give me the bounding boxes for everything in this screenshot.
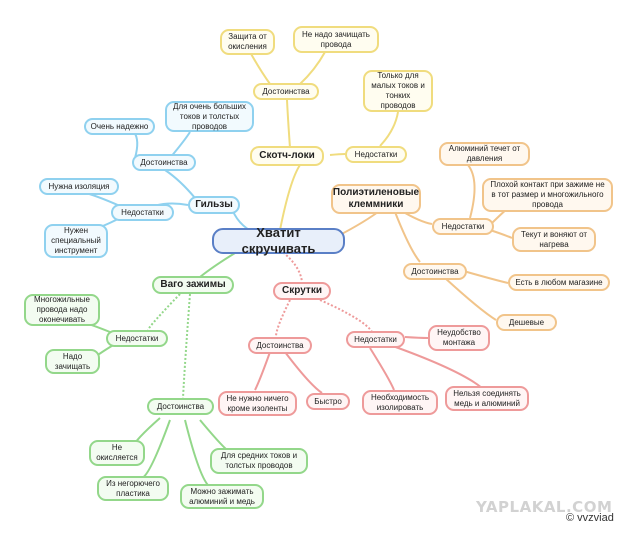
link-pros-wago2 <box>141 419 171 479</box>
branch-scotchlok: Скотч-локи <box>250 146 324 166</box>
link-pe-pros <box>394 211 421 263</box>
wago-con-1: Многожильные провода надо оконечивать <box>24 294 100 326</box>
link-scotch-cons <box>329 153 346 156</box>
scotchlok-pro-2: Не надо зачищать провода <box>293 26 379 53</box>
link-sleeves-pros <box>164 169 196 199</box>
sleeves-cons-node: Недостатки <box>111 204 174 221</box>
link-cons-scotch1 <box>379 111 399 147</box>
link-wago-cons <box>147 293 181 331</box>
branch-sleeves: Гильзы <box>188 196 240 214</box>
link-twists-cons <box>319 299 373 333</box>
link-twists-pros <box>274 299 291 339</box>
pe-pros-node: Достоинства <box>403 263 467 280</box>
twists-con-3: Нельзя соединять медь и алюминий <box>445 386 529 411</box>
link-center-twists <box>279 249 303 283</box>
sleeves-pro-1: Очень надежно <box>84 118 155 135</box>
wago-pro-2: Из негорючего пластика <box>97 476 169 501</box>
link-pros-pe1 <box>459 269 509 284</box>
wago-cons-node: Недостатки <box>106 330 168 347</box>
watermark: YAPLAKAL.COM <box>476 498 613 516</box>
twists-con-1: Неудобство монтажа <box>428 325 490 351</box>
pe-cons-node: Недостатки <box>432 218 494 235</box>
link-cons-pe1 <box>467 164 476 219</box>
wago-pro-4: Для средних токов и толстых проводов <box>210 448 308 474</box>
link-cons-twist3 <box>389 344 483 389</box>
wago-pros-node: Достоинства <box>147 398 214 415</box>
link-scotch-pros <box>286 99 291 149</box>
twists-con-2: Необходимость изолировать <box>362 390 438 415</box>
twists-pro-1: Не нужно ничего кроме изоленты <box>218 391 297 416</box>
twists-pro-2: Быстро <box>306 393 350 410</box>
wago-pro-3: Можно зажимать алюминий и медь <box>180 484 264 509</box>
pe-pro-2: Дешевые <box>496 314 557 331</box>
scotchlok-cons-node: Недостатки <box>345 146 407 163</box>
link-cons-pe3 <box>489 229 513 239</box>
branch-wago: Ваго зажимы <box>152 276 234 294</box>
twists-cons-node: Недостатки <box>346 331 405 348</box>
sleeves-con-2: Нужен специальный инструмент <box>44 224 108 258</box>
central-node: Хватит скручивать <box>212 225 345 256</box>
link-pros-twist2 <box>284 351 323 394</box>
sleeves-pro-2: Для очень больших токов и толстых провод… <box>165 101 254 132</box>
branch-pe-terminals: Полиэтиленовые клеммники <box>331 184 421 214</box>
sleeves-con-1: Нужна изоляция <box>39 178 119 195</box>
pe-pro-1: Есть в любом магазине <box>508 274 610 291</box>
wago-con-2: Надо зачищать <box>45 349 100 374</box>
link-pros-scotch1 <box>249 51 271 85</box>
scotchlok-con-1: Только для малых токов и тонких проводов <box>363 70 433 112</box>
link-center-scotchlok <box>279 164 301 231</box>
link-pros-wago3 <box>184 419 211 488</box>
sleeves-pros-node: Достоинства <box>132 154 196 171</box>
wago-pro-1: Не окисляется <box>89 440 145 466</box>
branch-twists: Скрутки <box>273 282 331 300</box>
twists-pros-node: Достоинства <box>248 337 312 354</box>
pe-con-3: Текут и воняют от нагрева <box>512 227 596 252</box>
copyright: © vvzviad <box>566 512 614 524</box>
link-cons-twist1 <box>404 336 429 339</box>
link-pros-pe2 <box>444 277 497 321</box>
link-pros-scotch2 <box>299 51 326 85</box>
scotchlok-pros-node: Достоинства <box>253 83 319 100</box>
pe-con-2: Плохой контакт при зажиме не в тот разме… <box>482 178 613 212</box>
link-cons-twist2 <box>369 347 395 391</box>
pe-con-1: Алюминий течет от давления <box>439 142 530 166</box>
link-pros-twist1 <box>254 351 271 391</box>
scotchlok-pro-1: Защита от окисления <box>220 29 275 55</box>
link-wago-pros <box>182 293 191 399</box>
